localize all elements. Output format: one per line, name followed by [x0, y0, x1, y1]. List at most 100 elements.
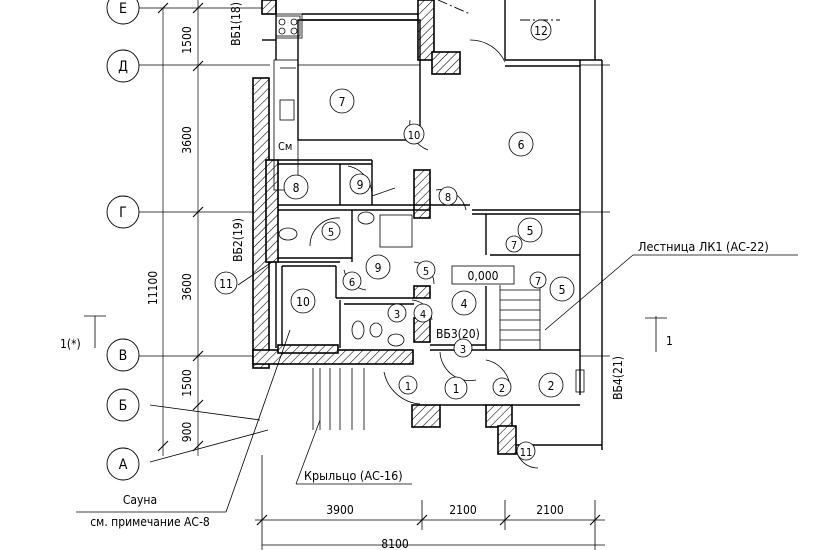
room-3: 3 — [387, 303, 407, 323]
wall-tag-vb4: ВБ4(21) — [611, 356, 625, 400]
callout-11: 11 — [214, 261, 273, 295]
dim-2100-b: 2100 — [536, 503, 564, 517]
exterior-walls — [252, 0, 517, 455]
door-7-upper: 7 — [505, 235, 523, 253]
svg-text:4: 4 — [461, 297, 468, 311]
svg-text:3: 3 — [394, 308, 400, 321]
room-labels: 12 7 6 8 9 5 9 10 4 3 1 2 5 5 — [283, 19, 575, 400]
door-4: 4 — [413, 303, 433, 323]
room-7: 7 — [329, 88, 355, 114]
svg-text:10: 10 — [296, 295, 310, 309]
svg-text:11: 11 — [520, 446, 533, 459]
door-10: 10 — [403, 123, 425, 145]
dim-1500-top: 1500 — [180, 26, 194, 54]
left-dimension-chain: 1500 3600 3600 1500 900 11100 — [146, 0, 204, 456]
room-4: 4 — [451, 290, 477, 316]
svg-text:5: 5 — [423, 265, 429, 278]
fixtures — [275, 15, 585, 393]
svg-text:6: 6 — [518, 138, 525, 152]
grid-axis-bubbles: Е Д Г В Б А — [106, 0, 140, 481]
svg-text:Е: Е — [119, 1, 127, 17]
svg-text:8: 8 — [445, 191, 451, 204]
svg-text:9: 9 — [357, 178, 364, 192]
dim-3600-upper: 3600 — [180, 126, 194, 154]
dim-3600-lower: 3600 — [180, 273, 194, 301]
dim-1500-bottom: 1500 — [180, 369, 194, 397]
svg-text:В: В — [119, 348, 128, 364]
wall-tag-vb2: ВБ2(19) — [231, 218, 245, 262]
svg-text:Г: Г — [119, 205, 127, 221]
door-2: 2 — [492, 377, 512, 397]
svg-text:11: 11 — [219, 277, 233, 291]
axis-bubble-g: Г — [106, 195, 140, 229]
door-8: 8 — [438, 186, 458, 206]
door-3: 3 — [453, 338, 473, 358]
grid-axis-lines — [138, 7, 610, 463]
dim-900: 900 — [180, 422, 194, 443]
toilet-icon — [351, 320, 365, 340]
svg-text:8: 8 — [293, 181, 300, 195]
svg-text:5: 5 — [559, 283, 566, 297]
level-mark: 0,000 — [451, 265, 515, 285]
axis-bubble-a: А — [106, 447, 140, 481]
axis-bubble-e: Е — [106, 0, 140, 25]
svg-text:2: 2 — [548, 379, 555, 393]
bottom-dimension-chain: 3900 2100 2100 8100 — [255, 455, 605, 550]
svg-text:12: 12 — [534, 24, 548, 38]
svg-text:1(*): 1(*) — [60, 337, 81, 351]
dim-overall-8100: 8100 — [381, 537, 409, 550]
section-mark-left: 1(*) — [60, 315, 106, 351]
svg-text:Лестница ЛК1 (АС-22): Лестница ЛК1 (АС-22) — [638, 239, 769, 254]
room-8: 8 — [283, 174, 309, 200]
svg-text:4: 4 — [420, 308, 426, 321]
room-5-bath: 5 — [321, 221, 341, 241]
svg-text:10: 10 — [408, 129, 421, 142]
svg-text:7: 7 — [339, 95, 346, 109]
svg-text:0,000: 0,000 — [468, 269, 499, 283]
svg-text:9: 9 — [375, 261, 382, 275]
stove-icon — [275, 15, 301, 37]
wall-tags: ВБ1(18) ВБ2(19) ВБ3(20) ВБ4(21) — [229, 2, 625, 400]
room-10: 10 — [290, 288, 316, 314]
svg-text:7: 7 — [535, 275, 541, 288]
svg-text:А: А — [119, 457, 128, 473]
room-9-upper: 9 — [349, 173, 371, 195]
room-6: 6 — [508, 131, 534, 157]
svg-text:1: 1 — [453, 382, 460, 396]
wall-tag-vb3: ВБ3(20) — [436, 327, 480, 341]
door-6: 6 — [342, 271, 362, 291]
svg-text:1: 1 — [405, 380, 411, 393]
toilet-icon-2 — [278, 227, 298, 241]
door-1: 1 — [398, 375, 418, 395]
door-labels: 10 8 5 6 4 3 1 2 7 7 11 — [342, 123, 547, 461]
washbasin-icon — [369, 322, 383, 338]
svg-text:7: 7 — [511, 239, 517, 252]
sink-icon — [357, 211, 375, 225]
porch-note: Крыльцо (АС-16) — [295, 419, 412, 485]
fireplace-icon — [575, 369, 585, 393]
dim-overall-11100: 11100 — [146, 271, 160, 305]
dim-2100-a: 2100 — [449, 503, 477, 517]
svg-text:Д: Д — [118, 59, 128, 75]
svg-text:Б: Б — [119, 398, 128, 414]
room-12: 12 — [530, 19, 552, 41]
closet-label: См — [278, 140, 292, 153]
svg-text:Сауна: Сауна — [123, 493, 157, 507]
door-11: 11 — [516, 441, 536, 461]
room-5-upper-right: 5 — [517, 217, 543, 243]
dim-3900: 3900 — [326, 503, 354, 517]
room-2: 2 — [538, 372, 564, 398]
door-5: 5 — [416, 260, 436, 280]
wall-tag-vb1: ВБ1(18) — [229, 2, 243, 46]
room-1: 1 — [444, 376, 468, 400]
svg-text:Крыльцо (АС-16): Крыльцо (АС-16) — [304, 468, 403, 483]
axis-bubble-v: В — [106, 338, 140, 372]
door-7-lower: 7 — [529, 271, 547, 289]
axis-bubble-d: Д — [106, 49, 140, 83]
svg-text:1: 1 — [666, 334, 673, 348]
washbasin-icon-2 — [387, 333, 405, 347]
room-9-lower: 9 — [365, 254, 391, 280]
interior-walls — [262, 0, 603, 450]
svg-text:5: 5 — [328, 226, 334, 239]
